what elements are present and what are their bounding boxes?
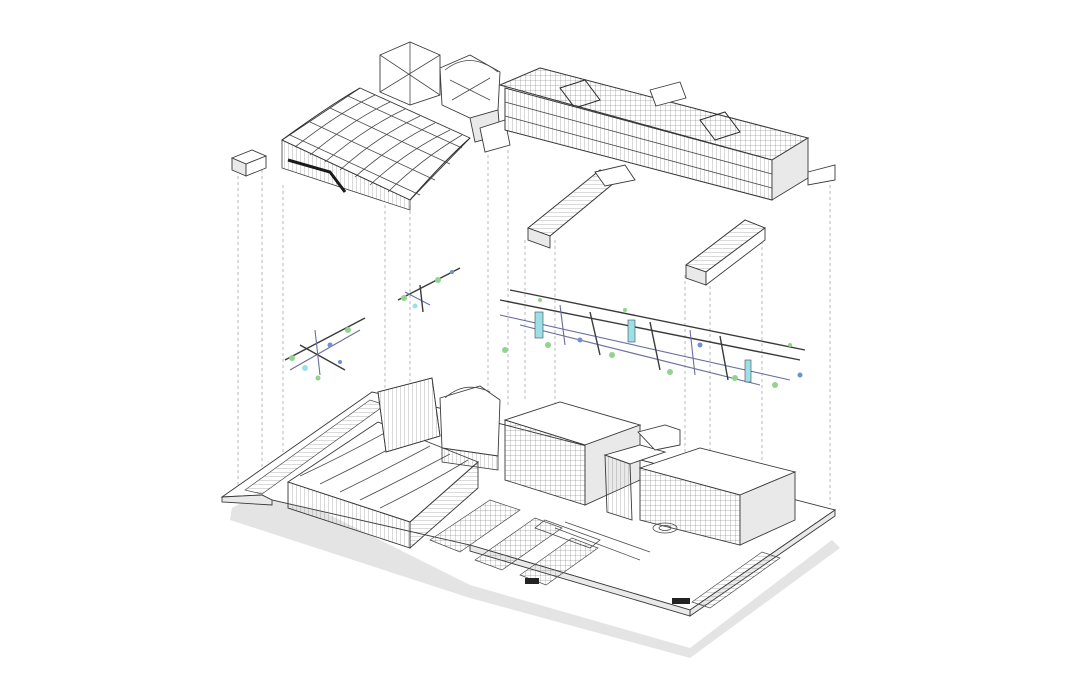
- parking-lot-1: [429, 499, 521, 553]
- mep-cluster-right: [499, 289, 806, 388]
- arena-building: [286, 377, 501, 549]
- mep-cluster-left: [284, 317, 366, 381]
- canopy-block: [685, 219, 766, 286]
- arched-hall-roof: [281, 87, 471, 211]
- bridge-connector: [527, 164, 636, 249]
- ground-layer: [220, 377, 840, 658]
- stair-core-box: [230, 149, 268, 177]
- mep-layer: [284, 267, 806, 388]
- main-building-block: [503, 401, 797, 561]
- parking-strip-right: [691, 551, 781, 609]
- parking-lot-2: [474, 517, 563, 571]
- tower-building: [379, 41, 511, 153]
- long-roof-structure: [498, 67, 836, 201]
- mep-cluster-middle: [397, 267, 461, 313]
- upper-layer: [230, 41, 836, 286]
